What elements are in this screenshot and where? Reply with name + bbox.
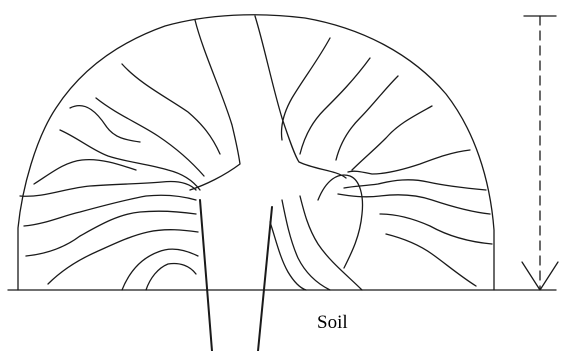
lobe-right-7 [386, 234, 476, 286]
stake-right [258, 207, 272, 351]
lobe-left-6 [48, 230, 198, 284]
stake-left [200, 200, 212, 351]
lobe-left-4 [24, 195, 196, 226]
lobe-left-2 [34, 160, 136, 184]
lobe-right-10 [282, 200, 330, 290]
lobe-right-8 [318, 175, 363, 268]
branch-left-upper-inner [96, 98, 204, 176]
lobe-right-3 [348, 150, 470, 174]
lobe-right-4 [344, 180, 486, 190]
dashed-double-arrow-icon [522, 16, 558, 290]
lobe-right-9 [300, 196, 362, 290]
lobe-left-8 [146, 263, 196, 290]
trunk-left-edge [190, 20, 240, 190]
lobe-left-3 [20, 181, 196, 196]
lobe-left-1 [70, 106, 140, 142]
branch-right-upper [281, 38, 330, 140]
lobe-right-6 [380, 214, 492, 244]
lobe-right-2 [352, 106, 432, 170]
branch-right-upper-inner [300, 58, 370, 154]
lobe-right-5 [338, 194, 490, 214]
lobe-right-11 [270, 222, 306, 290]
branch-left-upper [122, 64, 220, 154]
lobe-left-7 [122, 249, 198, 290]
soil-label: Soil [317, 312, 348, 333]
